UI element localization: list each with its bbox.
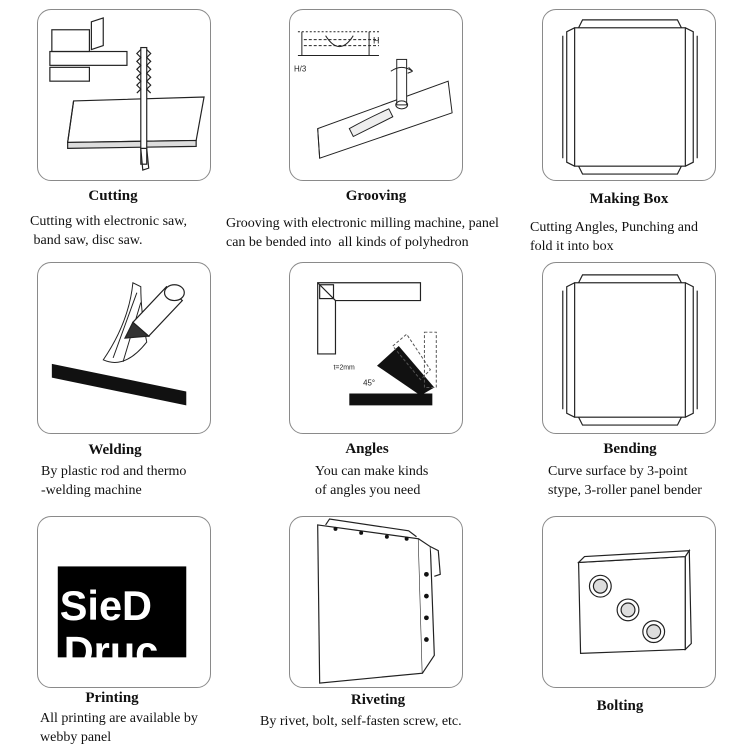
bolting-block-icon (577, 548, 692, 655)
bending-illustration-card (542, 262, 716, 434)
printing-word-top: SieD (60, 582, 152, 629)
printing-illustration-card: SieD Druc (37, 516, 211, 688)
making-box-description: Cutting Angles, Punching and fold it int… (530, 220, 698, 254)
riveting-panel-icon (317, 518, 441, 684)
grooving-h3-label: H/3 (294, 64, 307, 73)
angle-fold-icon: t=2mm 45° (317, 282, 437, 406)
angles-illustration-card: t=2mm 45° (289, 262, 463, 434)
angles-thickness-label: t=2mm (334, 365, 356, 372)
bolting-illustration-card (542, 516, 716, 688)
printing-title: Printing (85, 690, 139, 706)
bending-title: Bending (603, 441, 657, 457)
riveting-description: By rivet, bolt, self-fasten screw, etc. (260, 714, 462, 729)
angles-title: Angles (345, 441, 389, 457)
box-blank-icon (562, 19, 698, 175)
welding-illustration-card (37, 262, 211, 434)
grooving-h-label: H (373, 36, 379, 46)
grooving-description: Grooving with electronic milling machine… (226, 216, 499, 250)
cutting-title: Cutting (88, 188, 138, 204)
riveting-title: Riveting (350, 692, 406, 708)
welding-rod-icon (51, 282, 187, 406)
making-box-illustration-card (542, 9, 716, 181)
cutting-description: Cutting with electronic saw, band saw, d… (30, 214, 187, 248)
bolting-title: Bolting (596, 698, 644, 714)
printing-description: All printing are available by webby pane… (40, 711, 198, 745)
printing-sample-icon: SieD Druc (57, 566, 187, 674)
printing-word-bottom: Druc (64, 627, 159, 674)
making-box-title: Making Box (589, 191, 669, 207)
grooving-illustration-card: H H/3 (289, 9, 463, 181)
grooving-mill-icon: H H/3 (294, 31, 453, 159)
riveting-illustration-card (289, 516, 463, 688)
cutting-saw-icon (49, 17, 205, 171)
bending-description: Curve surface by 3-point stype, 3-roller… (548, 464, 702, 498)
angles-description: You can make kinds of angles you need (315, 464, 429, 498)
angles-degree-label: 45° (363, 379, 375, 388)
welding-description: By plastic rod and thermo -welding machi… (41, 464, 187, 498)
grooving-title: Grooving (345, 188, 407, 204)
bending-blank-icon (562, 274, 698, 426)
welding-title: Welding (88, 442, 142, 458)
cutting-illustration-card (37, 9, 211, 181)
